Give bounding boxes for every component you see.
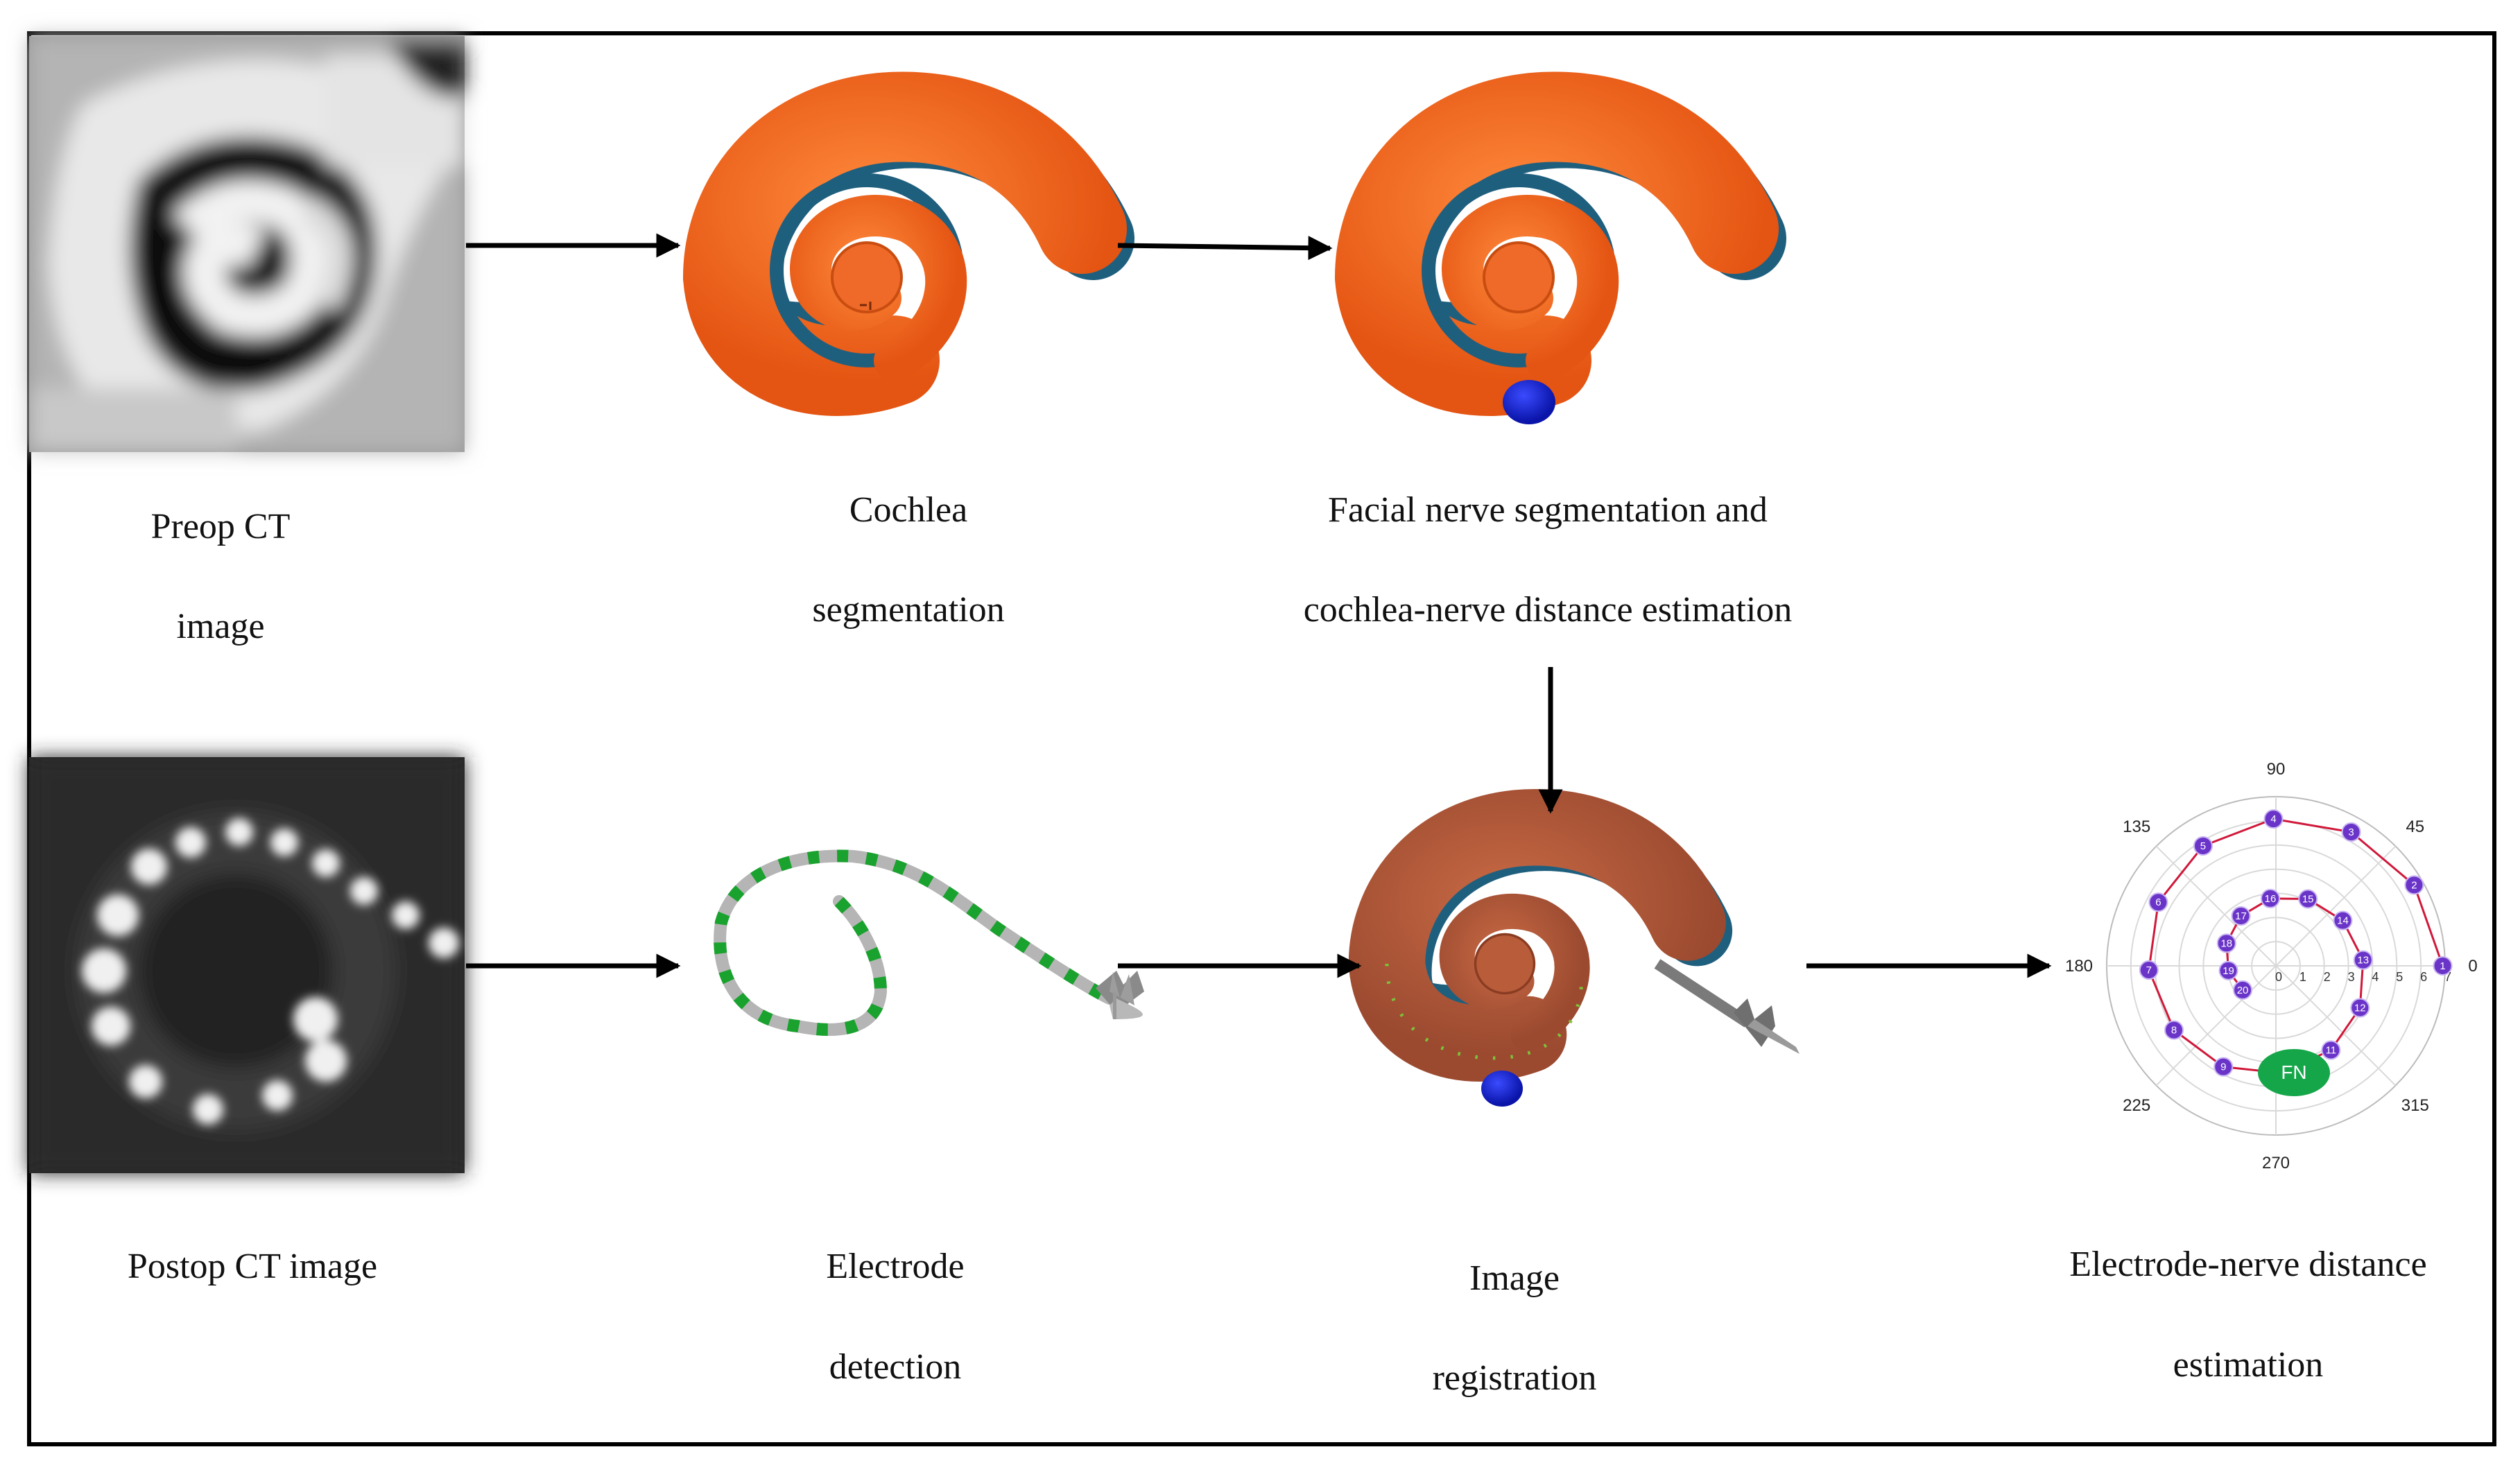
polar-spoke [2275, 965, 2397, 1086]
figure-frame [27, 31, 2496, 1446]
electrode-point [2148, 892, 2168, 912]
preop-ct-image [29, 36, 465, 452]
polar-angle-label: 180 [2065, 957, 2093, 976]
facial-nerve-marker: FN [2258, 1049, 2330, 1096]
polar-angle-label: 270 [2262, 1154, 2290, 1172]
polar-angle-label: 315 [2401, 1096, 2429, 1115]
polar-radial-label: 0 [2275, 970, 2282, 984]
electrode-point [2260, 888, 2280, 908]
polar-radial-label: 4 [2372, 970, 2379, 984]
cochlea-seg-caption-1: Cochlea [849, 490, 967, 530]
electrode-detection-caption-1: Electrode [826, 1247, 964, 1286]
preop-ct-caption-2: image [176, 607, 264, 646]
electrode-number: 3 [2348, 826, 2354, 838]
electrode-point [2139, 960, 2159, 980]
polar-radial-labels: 0 1 2 3 4 5 6 7 [2275, 970, 2451, 984]
electrode-point [2193, 836, 2213, 856]
polar-radial-label: 5 [2396, 970, 2403, 984]
electrode-point [2213, 1057, 2234, 1077]
electrode-point [2333, 910, 2353, 930]
electrode-detection-render [714, 849, 1144, 1036]
electrode-point [2321, 1040, 2341, 1060]
electrode-number: 6 [2155, 897, 2161, 908]
image-registration-render [1348, 789, 1800, 1107]
facial-nerve-label: FN [2281, 1062, 2306, 1083]
arrow-cochlea-to-nerve [1117, 236, 1333, 261]
postop-ct-caption: Postop CT image [128, 1247, 377, 1286]
electrode-point [2218, 960, 2238, 980]
electrode-nerve-caption-1: Electrode-nerve distance [2069, 1245, 2426, 1284]
facial-nerve-segmentation-render [1334, 71, 1786, 424]
electrode-nerve-caption-2: estimation [2173, 1345, 2324, 1385]
facial-nerve-caption-1: Facial nerve segmentation and [1328, 490, 1768, 530]
electrode-number: 12 [2354, 1003, 2366, 1014]
electrode-point [2350, 998, 2370, 1018]
electrode-detection-caption-2: detection [829, 1347, 962, 1387]
registration-caption-1: Image [1469, 1258, 1560, 1298]
electrode-point [2433, 956, 2453, 976]
electrode-number: 15 [2302, 894, 2314, 906]
postop-ct-image [29, 757, 465, 1173]
electrode-point [2341, 822, 2361, 842]
electrode-number: 8 [2171, 1025, 2177, 1037]
electrode-point [2164, 1020, 2184, 1040]
facial-nerve-caption-2: cochlea-nerve distance estimation [1304, 590, 1793, 630]
polar-radial-label: 3 [2348, 970, 2355, 984]
polar-radial-label: 1 [2299, 970, 2306, 984]
electrode-number: 2 [2411, 879, 2417, 891]
polar-angle-label: 135 [2123, 817, 2150, 836]
electrode-point [2263, 809, 2284, 829]
polar-angle-label: 90 [2267, 760, 2286, 779]
preop-ct-caption-1: Preop CT [151, 507, 291, 546]
electrode-number: 1 [2440, 960, 2445, 972]
electrode-point [2231, 906, 2251, 926]
polar-spoke [2155, 845, 2277, 967]
captions: Preop CT image Cochlea segmentation Faci… [128, 490, 2427, 1398]
electrode-number: 5 [2200, 840, 2206, 852]
cochlea-segmentation-render [682, 71, 1134, 416]
polar-angle-label: 45 [2406, 817, 2424, 836]
registration-caption-2: registration [1433, 1358, 1597, 1398]
electrode-number: 18 [2220, 937, 2232, 949]
electrode-number: 7 [2146, 964, 2152, 976]
electrode-point [2216, 933, 2236, 953]
polar-angle-label: 225 [2123, 1096, 2150, 1115]
electrode-number: 14 [2337, 915, 2349, 927]
polar-radial-label: 6 [2420, 970, 2427, 984]
electrode-number: 11 [2326, 1044, 2337, 1056]
electrode-point [2404, 875, 2424, 895]
electrode-number: 19 [2223, 965, 2234, 977]
facial-nerve-blob [1503, 380, 1555, 424]
polar-radial-label: 2 [2324, 970, 2331, 984]
electrode-point [2298, 889, 2318, 909]
electrode-points: 1234567891011121314151617181920 [2139, 809, 2453, 1083]
electrode-point [2353, 950, 2373, 970]
electrode-point [2233, 980, 2253, 1000]
cochlea-seg-caption-2: segmentation [812, 590, 1004, 630]
polar-radial-label: 7 [2444, 970, 2451, 984]
electrode-number: 9 [2220, 1062, 2226, 1073]
polar-angle-label: 0 [2468, 957, 2477, 976]
electrode-number: 17 [2235, 910, 2247, 922]
electrode-number: 20 [2237, 985, 2249, 996]
flow-arrows [466, 233, 2052, 978]
polar-spoke [2275, 845, 2397, 967]
electrode-number: 4 [2270, 813, 2276, 825]
electrode-number: 13 [2357, 955, 2369, 967]
electrode-number: 16 [2265, 893, 2277, 905]
polar-spoke [2155, 965, 2277, 1086]
